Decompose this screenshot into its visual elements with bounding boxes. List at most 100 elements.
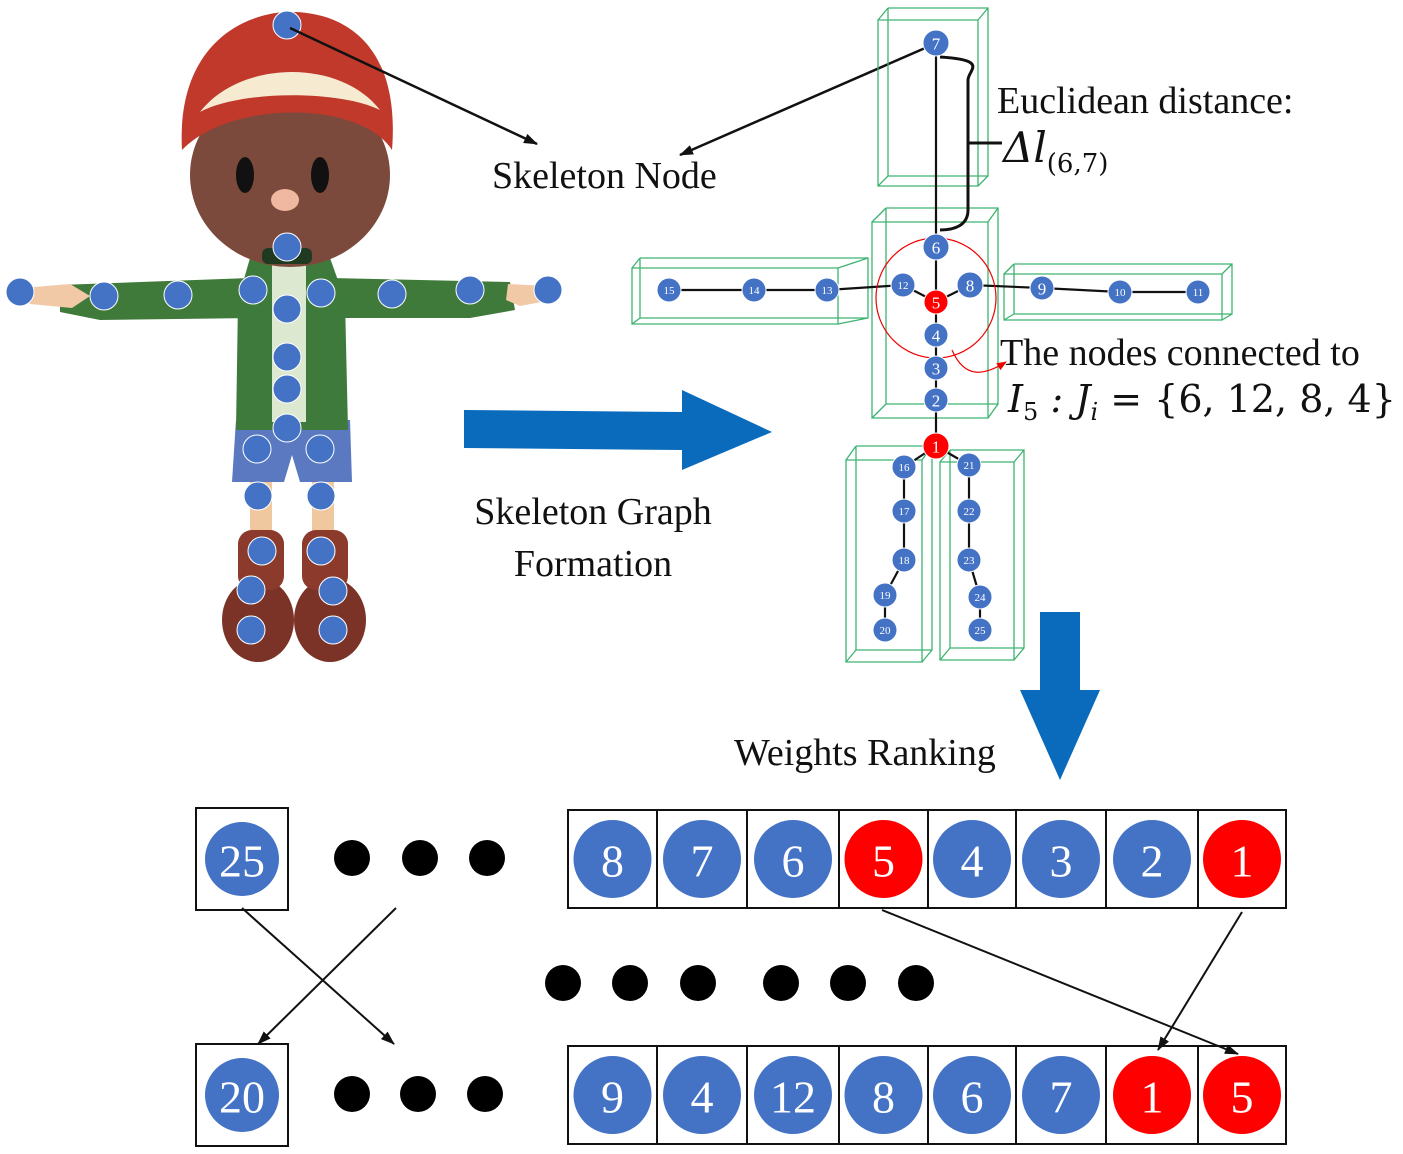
graph-node-10: 10: [1107, 279, 1133, 305]
skeleton-dot: [242, 434, 272, 464]
graph-node-17: 17: [891, 498, 917, 524]
graph-node-circle: [872, 617, 898, 643]
graph-edge: [826, 283, 904, 292]
swap-arrow-20: [257, 907, 397, 1045]
ranking-cell-4: 4: [656, 1045, 748, 1145]
cell-node: [1203, 820, 1281, 898]
cell-node: [573, 820, 652, 898]
cell-node: [1022, 820, 1100, 898]
cell-label: 1: [1231, 836, 1254, 887]
graph-node-18: 18: [891, 547, 917, 573]
graph-node-label: 25: [975, 625, 987, 637]
ellipsis-dot: [898, 965, 934, 1001]
graph-node-label: 9: [1038, 280, 1047, 299]
skeleton-dot: [318, 576, 348, 606]
graph-node-15: 15: [656, 277, 682, 303]
cell-label: 3: [1050, 836, 1073, 887]
cell-node: [933, 1056, 1011, 1134]
cell-label: 2: [1141, 836, 1164, 887]
connected-I: I: [1007, 377, 1024, 421]
graph-node-label: 4: [932, 327, 941, 346]
graph-node-21: 21: [956, 452, 982, 478]
graph-node-3: 3: [923, 355, 949, 381]
graph-node-label: 22: [964, 506, 975, 518]
skeleton-dot: [533, 275, 563, 305]
graph-node-7: 7: [922, 29, 950, 57]
graph-node-12: 12: [890, 272, 916, 298]
skeleton-dot: [272, 294, 302, 324]
ranking-arrow: [1020, 612, 1100, 780]
graph-node-label: 7: [932, 35, 941, 54]
cell-label: 4: [691, 1072, 714, 1123]
ellipsis-dot: [467, 1076, 503, 1112]
graph-node-label: 20: [880, 625, 892, 637]
cell-node: [205, 1058, 279, 1132]
ranking-cell-7: 7: [656, 809, 748, 909]
graph-node-circle: [814, 277, 840, 303]
ellipsis-dot: [334, 840, 370, 876]
euclid-sub: (6,7): [1047, 149, 1109, 179]
cell-label: 6: [782, 836, 805, 887]
graph-node-label: 12: [898, 280, 909, 292]
skeleton-node-arrow-left: [289, 26, 538, 146]
ranking-single-cell: 20: [195, 1043, 289, 1147]
skeleton-node-label: Skeleton Node: [492, 155, 717, 197]
graph-node-14: 14: [741, 277, 767, 303]
graph-node-8: 8: [956, 271, 984, 299]
skeleton-dot: [238, 275, 268, 305]
graph-node-11: 11: [1185, 279, 1211, 305]
graph-node-circle: [891, 547, 917, 573]
graph-node-circle: [923, 387, 949, 413]
formation-label-line1: Skeleton Graph: [474, 491, 711, 533]
ellipsis-dot: [469, 840, 505, 876]
cell-node: [1113, 1056, 1191, 1134]
graph-node-label: 1: [932, 438, 941, 457]
graph-node-2: 2: [923, 387, 949, 413]
graph-node-1: 1: [922, 432, 950, 460]
graph-node-circle: [956, 452, 982, 478]
character-hands: [22, 284, 552, 308]
graph-node-circle: [923, 289, 949, 315]
graph-node-circle: [1185, 279, 1211, 305]
cell-node: [754, 1056, 832, 1134]
skeleton-dot: [305, 434, 335, 464]
graph-node-circle: [923, 355, 949, 381]
graph-node-label: 19: [880, 590, 892, 602]
character-cap-band: [200, 71, 380, 112]
skeleton-dot: [377, 279, 407, 309]
cell-node: [1113, 820, 1191, 898]
skeleton-dot: [236, 575, 266, 605]
graph-node-circle: [956, 271, 984, 299]
ranking-cell-5: 5: [838, 809, 929, 909]
cell-node: [844, 820, 923, 898]
graph-node-label: 3: [932, 360, 941, 379]
neighborhood-arrow: [951, 349, 1007, 373]
graph-node-22: 22: [956, 498, 982, 524]
character-face: [190, 83, 390, 267]
skeleton-dot: [272, 374, 302, 404]
cell-node: [1203, 1056, 1281, 1134]
connected-line1: The nodes connected to: [1000, 332, 1360, 374]
graph-node-25: 25: [967, 617, 993, 643]
cell-label: 7: [691, 836, 714, 887]
graph-node-circle: [741, 277, 767, 303]
graph-node-20: 20: [872, 617, 898, 643]
cell-node: [933, 820, 1011, 898]
graph-node-23: 23: [956, 547, 982, 573]
skeleton-dot: [306, 536, 336, 566]
connected-formula: I5 : Ji = {6, 12, 8, 4}: [1007, 377, 1396, 426]
graph-node-circle: [1107, 279, 1133, 305]
graph-node-19: 19: [872, 582, 898, 608]
skeleton-dot: [5, 277, 35, 307]
graph-node-label: 18: [899, 555, 911, 567]
cell-label: 7: [1050, 1072, 1073, 1123]
character-figure: [22, 11, 552, 662]
graph-node-16: 16: [891, 454, 917, 480]
graph-node-circle: [891, 498, 917, 524]
swap-arrow-25: [241, 907, 395, 1045]
cell-label: 6: [961, 1072, 984, 1123]
character-nose: [271, 189, 299, 211]
graph-node-label: 21: [964, 460, 975, 472]
